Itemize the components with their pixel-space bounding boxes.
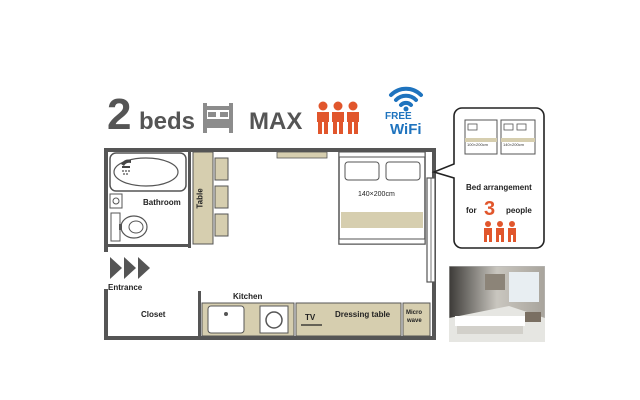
bed-option-double-size: 140×200cm — [503, 142, 525, 147]
wifi-free-label: FREE — [385, 111, 412, 122]
microwave — [402, 302, 431, 337]
tv-label: TV — [305, 313, 316, 322]
entrance-label: Entrance — [108, 283, 143, 292]
dressing-table — [295, 302, 402, 337]
people-icon — [484, 221, 516, 242]
bathroom-wall-right — [188, 148, 191, 248]
for-label: for — [466, 206, 477, 215]
bathroom-label: Bathroom — [143, 198, 181, 207]
closet-wall — [198, 291, 201, 336]
chair — [214, 185, 229, 209]
bed-icon — [203, 103, 233, 133]
wall-left-upper — [104, 148, 108, 252]
chair — [214, 157, 229, 181]
people-count: 3 — [484, 198, 496, 220]
bathtub-basin — [113, 157, 179, 187]
wifi-label: WiFi — [390, 121, 422, 138]
bed-count: 2 — [107, 90, 132, 139]
people-label: people — [506, 206, 532, 215]
wall-bottom — [104, 336, 436, 340]
wall-left-lower — [104, 289, 108, 340]
dressing-table-label: Dressing table — [335, 310, 391, 319]
shower-icon — [121, 159, 131, 175]
microwave-label-line1: Micro — [406, 310, 423, 316]
bed-arrangement-label: Bed arrangement — [466, 183, 532, 192]
beds-label: beds — [139, 108, 196, 135]
stove — [259, 305, 289, 334]
bed-arrangement-bubble — [431, 107, 545, 249]
wifi-icon — [389, 86, 423, 112]
wall-top — [104, 148, 436, 152]
bed-option-single-size: 100×200cm — [467, 142, 489, 147]
toilet-tank — [110, 212, 121, 242]
pillow — [385, 161, 421, 181]
bathroom-sink — [109, 193, 123, 209]
kitchen-label: Kitchen — [233, 292, 263, 301]
person-group-icon — [317, 101, 359, 134]
table — [192, 151, 214, 245]
bed-size-label: 140×200cm — [358, 191, 395, 198]
microwave-label-line2: wave — [407, 318, 422, 324]
kitchen-sink — [207, 305, 245, 334]
entrance-arrow-icon — [110, 257, 150, 279]
room-photo — [449, 266, 545, 342]
max-label: MAX — [249, 108, 303, 135]
bed-runner — [341, 212, 423, 228]
heater-strip — [276, 151, 328, 159]
bathroom-wall-bottom — [108, 244, 191, 247]
closet-label: Closet — [141, 310, 166, 319]
table-label: Table — [195, 188, 205, 209]
pillow — [344, 161, 380, 181]
chair — [214, 213, 229, 237]
